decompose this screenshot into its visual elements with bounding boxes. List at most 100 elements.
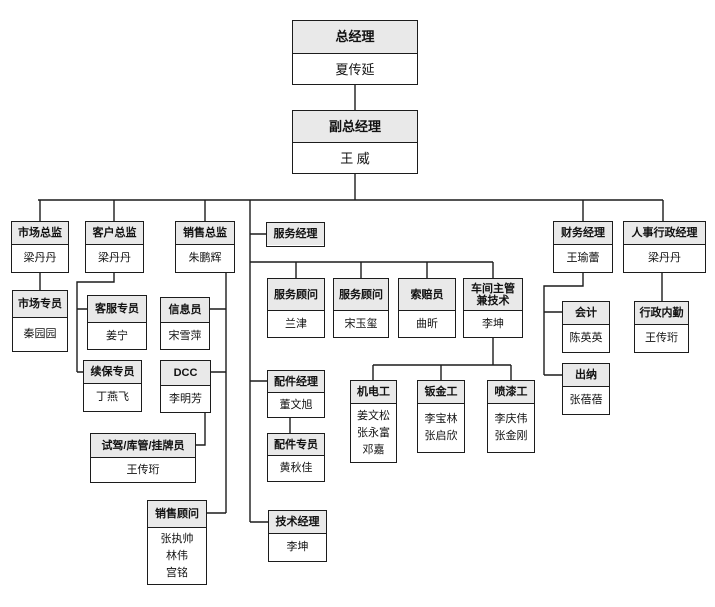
node-names: 宋雪萍 bbox=[161, 323, 209, 349]
node-names: 张蓓蓓 bbox=[563, 387, 609, 414]
node-names: 王传珩 bbox=[635, 325, 688, 352]
person-name: 梁丹丹 bbox=[98, 252, 131, 264]
node-names: 姜宁 bbox=[88, 323, 146, 349]
node-title: 出纳 bbox=[563, 364, 609, 387]
node-names: 陈英英 bbox=[563, 325, 609, 352]
person-name: 丁燕飞 bbox=[96, 391, 129, 403]
node-parts-manager: 配件经理 董文旭 bbox=[267, 370, 325, 418]
node-title: DCC bbox=[161, 361, 210, 386]
person-name: 张执帅 bbox=[160, 532, 194, 545]
node-sales-consultant: 销售顾问 张执帅 林伟 宫铭 bbox=[147, 500, 207, 585]
person-name: 曲昕 bbox=[416, 317, 438, 330]
person-name: 王 威 bbox=[340, 150, 370, 166]
node-general-manager: 总经理 夏传延 bbox=[292, 20, 418, 85]
node-names: 梁丹丹 bbox=[624, 245, 705, 272]
node-customer-service-specialist: 客服专员 姜宁 bbox=[87, 295, 147, 350]
node-names: 李坤 bbox=[464, 311, 522, 337]
node-marketing-director: 市场总监 梁丹丹 bbox=[11, 221, 69, 273]
node-title: 客户总监 bbox=[86, 222, 143, 245]
node-names: 朱鹏辉 bbox=[176, 245, 234, 272]
node-service-advisor-1: 服务顾问 兰津 bbox=[267, 278, 325, 338]
person-name: 兰津 bbox=[285, 317, 307, 330]
person-name: 李坤 bbox=[482, 317, 504, 330]
node-mechanic: 机电工 姜文松 张永富 邓嘉 bbox=[350, 380, 397, 463]
node-names: 姜文松 张永富 邓嘉 bbox=[351, 404, 396, 462]
person-name: 黄秋佳 bbox=[279, 462, 313, 474]
node-title: 总经理 bbox=[293, 21, 417, 54]
node-names: 黄秋佳 bbox=[268, 456, 324, 481]
node-sheet-metal-worker: 钣金工 李宝林 张启欣 bbox=[417, 380, 465, 453]
node-title: 机电工 bbox=[351, 381, 396, 404]
node-title: 副总经理 bbox=[293, 111, 417, 143]
person-name: 张启欣 bbox=[424, 430, 458, 442]
person-name: 董文旭 bbox=[279, 398, 313, 411]
node-names: 秦园园 bbox=[13, 318, 67, 351]
node-workshop-supervisor: 车间主管 兼技术 李坤 bbox=[463, 278, 523, 338]
person-name: 王传珩 bbox=[645, 332, 678, 344]
person-name: 姜文松 bbox=[357, 409, 390, 422]
node-names: 王传珩 bbox=[91, 458, 195, 482]
person-name: 梁丹丹 bbox=[648, 252, 681, 264]
node-title: 试驾/库管/挂牌员 bbox=[91, 434, 195, 458]
node-finance-manager: 财务经理 王瑜蕾 bbox=[553, 221, 613, 273]
node-title: 客服专员 bbox=[88, 296, 146, 323]
node-names: 梁丹丹 bbox=[86, 245, 143, 272]
node-claims-clerk: 索赔员 曲昕 bbox=[398, 278, 456, 338]
node-sales-director: 销售总监 朱鹏辉 bbox=[175, 221, 235, 273]
node-parts-specialist: 配件专员 黄秋佳 bbox=[267, 433, 325, 482]
person-name: 李坤 bbox=[286, 541, 309, 553]
person-name: 朱鹏辉 bbox=[188, 252, 222, 264]
node-tech-manager: 技术经理 李坤 bbox=[268, 510, 327, 562]
node-title: 喷漆工 bbox=[488, 381, 534, 404]
node-names: 李宝林 张启欣 bbox=[418, 404, 464, 452]
node-names: 丁燕飞 bbox=[84, 384, 141, 411]
node-title: 信息员 bbox=[161, 298, 209, 323]
person-name: 李明芳 bbox=[169, 392, 202, 405]
node-title: 人事行政经理 bbox=[624, 222, 705, 245]
person-name: 宋雪萍 bbox=[168, 329, 202, 342]
node-title: 配件经理 bbox=[268, 371, 324, 393]
node-info-clerk: 信息员 宋雪萍 bbox=[160, 297, 210, 350]
person-name: 李庆伟 bbox=[494, 413, 528, 425]
node-service-advisor-2: 服务顾问 宋玉玺 bbox=[333, 278, 389, 338]
node-hr-admin-manager: 人事行政经理 梁丹丹 bbox=[623, 221, 706, 273]
person-name: 宫铭 bbox=[166, 566, 188, 579]
node-names: 王瑜蕾 bbox=[554, 245, 612, 272]
node-title: 技术经理 bbox=[269, 511, 326, 534]
node-title: 服务顾问 bbox=[334, 279, 388, 311]
node-title: 索赔员 bbox=[399, 279, 455, 311]
node-title: 钣金工 bbox=[418, 381, 464, 404]
node-cashier: 出纳 张蓓蓓 bbox=[562, 363, 610, 415]
node-names: 张执帅 林伟 宫铭 bbox=[148, 528, 206, 584]
node-test-drive-warehouse-plate-clerk: 试驾/库管/挂牌员 王传珩 bbox=[90, 433, 196, 483]
node-title: 市场专员 bbox=[13, 291, 67, 318]
node-title: 服务顾问 bbox=[268, 279, 324, 311]
person-name: 王瑜蕾 bbox=[566, 252, 600, 264]
node-marketing-specialist: 市场专员 秦园园 bbox=[12, 290, 68, 352]
person-name: 张金刚 bbox=[494, 430, 528, 442]
node-names: 梁丹丹 bbox=[12, 245, 68, 272]
node-names: 兰津 bbox=[268, 311, 324, 337]
node-accountant: 会计 陈英英 bbox=[562, 301, 610, 353]
node-names: 夏传延 bbox=[293, 54, 417, 84]
node-title: 销售总监 bbox=[176, 222, 234, 245]
node-title: 销售顾问 bbox=[148, 501, 206, 528]
node-admin-clerk: 行政内勤 王传珩 bbox=[634, 301, 689, 353]
person-name: 李宝林 bbox=[424, 413, 458, 425]
person-name: 姜宁 bbox=[106, 329, 128, 342]
node-names: 李庆伟 张金刚 bbox=[488, 404, 534, 452]
person-name: 宋玉玺 bbox=[344, 317, 378, 330]
node-dcc: DCC 李明芳 bbox=[160, 360, 211, 413]
person-name: 秦园园 bbox=[23, 328, 57, 340]
person-name: 林伟 bbox=[166, 549, 188, 562]
node-title: 配件专员 bbox=[268, 434, 324, 456]
person-name: 邓嘉 bbox=[362, 443, 385, 456]
node-title: 服务经理 bbox=[267, 223, 324, 245]
node-customer-director: 客户总监 梁丹丹 bbox=[85, 221, 144, 273]
node-title: 市场总监 bbox=[12, 222, 68, 245]
node-title: 车间主管 兼技术 bbox=[464, 279, 522, 311]
node-names: 宋玉玺 bbox=[334, 311, 388, 337]
node-service-manager: 服务经理 bbox=[266, 222, 325, 247]
